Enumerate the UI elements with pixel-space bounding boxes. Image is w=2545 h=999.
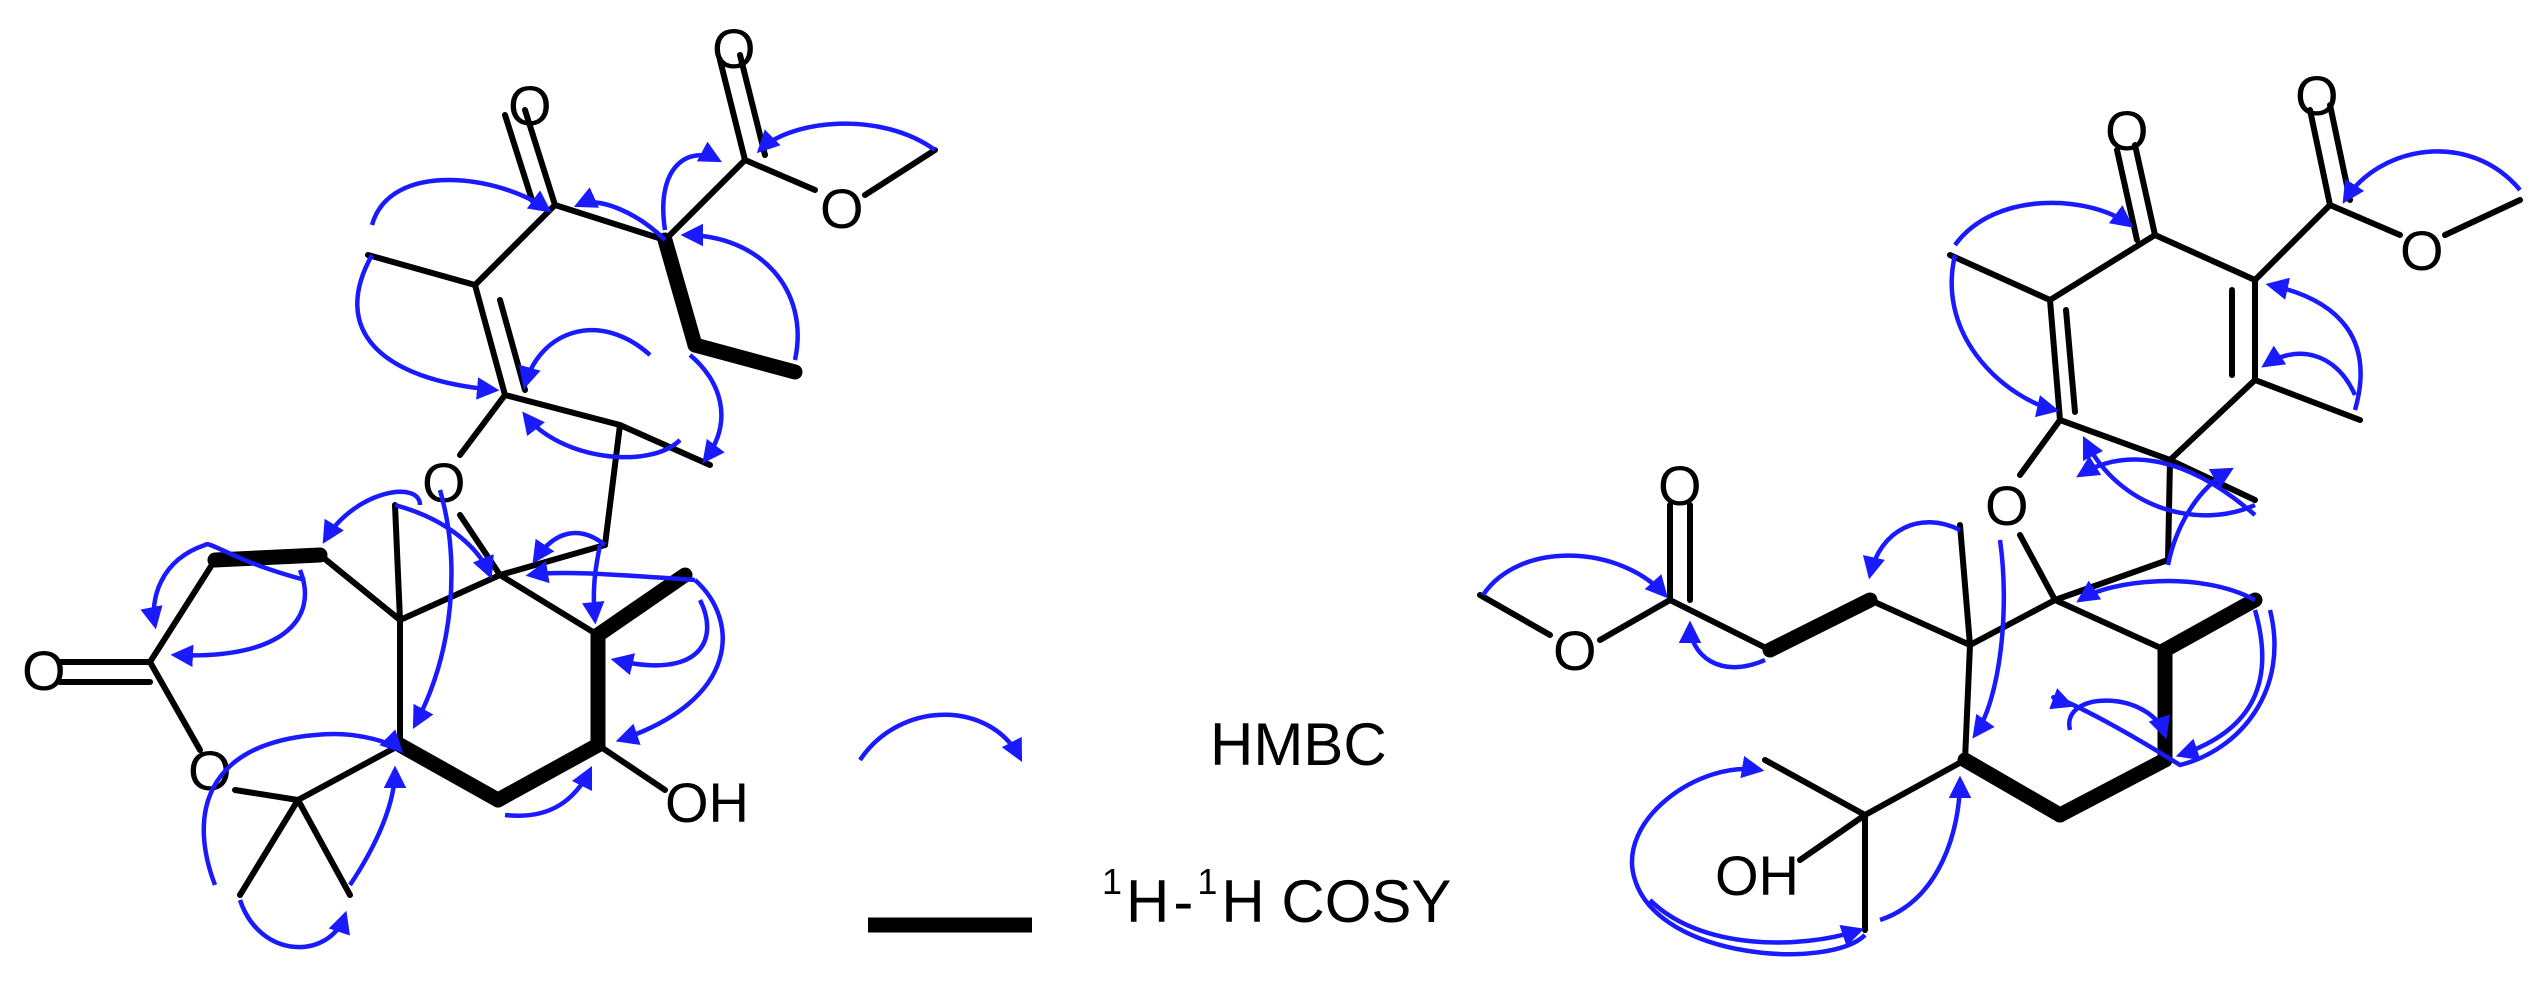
left-ester-carbonyl-o: O xyxy=(712,17,756,80)
right-furan-o: O xyxy=(1985,474,2029,537)
right-side-carbonyl-o: O xyxy=(1658,454,1702,517)
left-ketone-o: O xyxy=(508,74,552,137)
left-hmbc-arrows xyxy=(140,121,937,950)
right-ketone-o: O xyxy=(2105,99,2149,162)
legend-hmbc-label: HMBC xyxy=(1210,711,1387,778)
right-ester-o: O xyxy=(2400,219,2444,282)
right-cosy-bonds xyxy=(1762,592,2263,823)
left-hydroxyl: OH xyxy=(665,771,749,834)
legend-cosy-label: 1 H - 1 H COSY xyxy=(1102,861,1451,935)
legend-hmbc-arrow xyxy=(858,712,1023,762)
right-hydroxyl: OH xyxy=(1715,844,1799,907)
left-lactone-carbonyl-o: O xyxy=(22,639,66,702)
left-atom-labels: O O O O O O OH xyxy=(22,17,864,834)
right-ester-carbonyl-o: O xyxy=(2295,64,2339,127)
right-atom-labels: O O O O O O OH xyxy=(1553,64,2444,907)
left-ester-o: O xyxy=(820,177,864,240)
left-molecule: O O O O O O OH xyxy=(22,17,938,950)
right-molecule: O O O O O O OH xyxy=(1477,64,2523,957)
legend: HMBC 1 H - 1 H COSY xyxy=(858,711,1451,935)
left-cosy-bonds xyxy=(207,232,803,808)
right-side-ester-o: O xyxy=(1553,619,1597,682)
right-hmbc-arrows xyxy=(1481,149,2522,957)
right-bonds xyxy=(1477,102,2523,933)
